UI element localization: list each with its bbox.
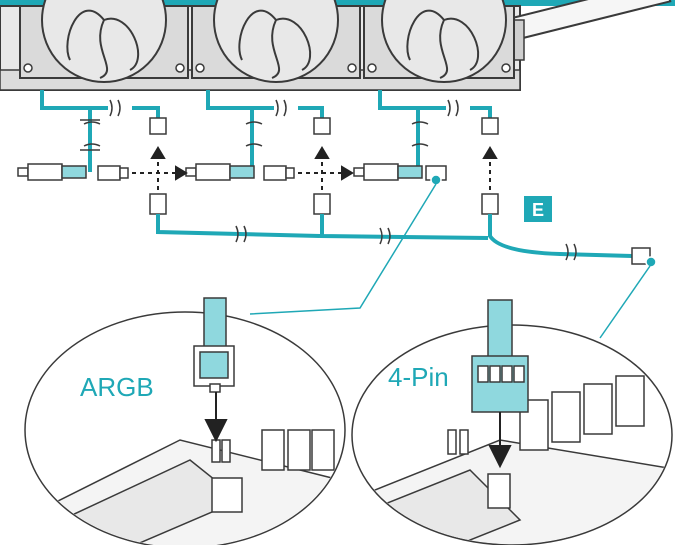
cable-break-marks [83,99,459,147]
connector-icon [149,117,499,135]
argb-detail-callout: ARGB [24,297,346,545]
fan-cable-group-2 [206,90,324,172]
callout-dot-pin [645,256,657,268]
argb-label: ARGB [80,372,154,402]
arrow-right-icon [132,165,354,181]
fan-cable-group-3 [378,90,492,172]
callout-dot-argb [430,174,442,186]
fan-icon [191,0,361,83]
radiator-fan-block [0,0,672,91]
connector-icon [631,247,651,265]
pwm-chain-row [149,193,657,268]
callout-leader-lines [249,183,651,339]
arrow-down-icon [204,392,228,443]
step-label: E [532,200,544,220]
fan-icon [363,0,515,83]
pin-label: 4-Pin [388,362,449,392]
argb-chain-row [17,163,447,186]
step-badge: E [524,196,552,222]
fan-icon [19,0,189,83]
arrow-down-icon [488,412,512,469]
top-accent-bar [0,0,675,6]
pin-detail-callout: 4-Pin [351,299,673,545]
fan-cable-group-1 [40,90,160,172]
